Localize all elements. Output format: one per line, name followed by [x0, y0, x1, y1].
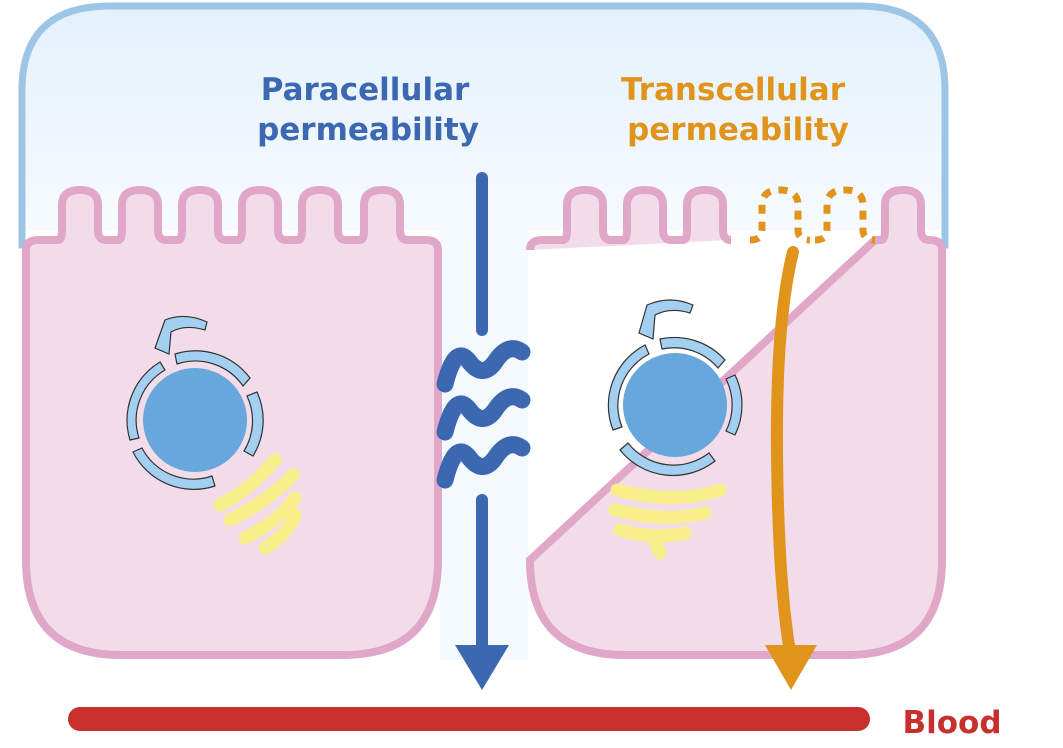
- paracellular-label-line2: permeability: [257, 112, 479, 148]
- paracellular-arrow: [436, 172, 531, 690]
- right-organelles: [607, 299, 743, 560]
- right-endoplasmic-reticulum: [607, 299, 743, 477]
- transcellular-label-line2: permeability: [627, 112, 849, 148]
- paracellular-arrowhead: [455, 645, 509, 690]
- right-nucleus: [623, 353, 727, 457]
- blood-label: Blood: [902, 705, 1001, 741]
- paracellular-label-line1: Paracellular: [261, 72, 470, 108]
- tight-junction-proteins: [436, 340, 531, 489]
- left-organelles: [126, 315, 302, 555]
- right-golgi: [608, 483, 727, 560]
- transcellular-arrowhead: [765, 645, 817, 690]
- blood-vessel-bar: [68, 707, 870, 731]
- left-endoplasmic-reticulum: [126, 315, 264, 490]
- transcellular-arrow: [765, 246, 817, 690]
- left-golgi: [213, 453, 302, 555]
- left-nucleus: [143, 368, 247, 472]
- transcellular-label-line1: Transcellular: [621, 72, 846, 108]
- intestinal-lumen: [18, 2, 949, 249]
- transcytosis-membrane-dashed: [749, 186, 876, 244]
